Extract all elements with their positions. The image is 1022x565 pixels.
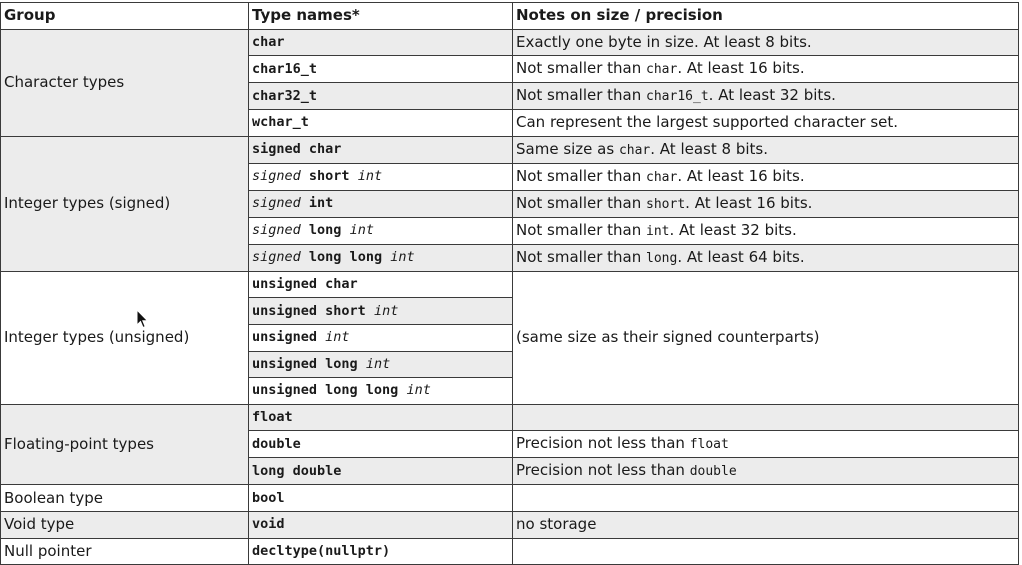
note-void: no storage [512, 510, 1019, 539]
type-double: double [248, 430, 513, 459]
table-row: Void type void no storage [0, 510, 1019, 539]
table-row: long double Precision not less than doub… [1, 457, 1019, 486]
type-long-double: long double [248, 457, 513, 486]
note-char: Exactly one byte in size. At least 8 bit… [512, 28, 1019, 57]
table-row: Boolean type bool [0, 484, 1019, 512]
table-row: unsigned long int [1, 350, 1019, 379]
note-long: Not smaller than int. At least 32 bits. [512, 216, 1019, 245]
table-row: char16_t Not smaller than char. At least… [1, 55, 1019, 84]
note-unsigned: (same size as their signed counterparts) [512, 270, 1019, 405]
table-row: Integer types (unsigned) unsigned char (… [0, 270, 1019, 405]
type-unsigned-long-int: unsigned long int [248, 350, 513, 379]
note-float [512, 403, 1019, 432]
type-signed-int: signed int [248, 189, 513, 218]
table-row: Character types char Exactly one byte in… [0, 28, 1019, 137]
note-int: Not smaller than short. At least 16 bits… [512, 189, 1019, 218]
note-long-double: Precision not less than double [512, 457, 1019, 486]
type-signed-short-int: signed short int [248, 162, 513, 191]
note-double: Precision not less than float [512, 430, 1019, 459]
type-unsigned-short-int: unsigned short int [248, 297, 513, 325]
table-row: char32_t Not smaller than char16_t. At l… [1, 82, 1019, 111]
note-nullptr [512, 537, 1019, 565]
table-row: signed int Not smaller than short. At le… [1, 189, 1019, 218]
type-unsigned-int: unsigned int [248, 323, 513, 352]
header-type-names: Type names* [248, 2, 513, 30]
group-null-pointer: Null pointer [0, 537, 249, 565]
table-row: unsigned long long int [1, 377, 1019, 405]
table-row: Floating-point types float [0, 403, 1019, 486]
note-char32: Not smaller than char16_t. At least 32 b… [512, 82, 1019, 111]
type-void: void [248, 510, 513, 539]
table-row: signed long int Not smaller than int. At… [1, 216, 1019, 245]
group-int-unsigned: Integer types (unsigned) [0, 270, 249, 405]
type-unsigned-char: unsigned char [248, 270, 513, 299]
type-nullptr: decltype(nullptr) [248, 537, 513, 565]
table-row: signed long long int Not smaller than lo… [1, 243, 1019, 272]
header-notes: Notes on size / precision [512, 2, 1019, 30]
table-row: Null pointer decltype(nullptr) [0, 537, 1019, 565]
note-long-long: Not smaller than long. At least 64 bits. [512, 243, 1019, 272]
type-char32: char32_t [248, 82, 513, 111]
type-bool: bool [248, 484, 513, 512]
type-char16: char16_t [248, 55, 513, 84]
type-signed-long-int: signed long int [248, 216, 513, 245]
note-char16: Not smaller than char. At least 16 bits. [512, 55, 1019, 84]
type-char: char [248, 28, 513, 57]
note-signed-char: Same size as char. At least 8 bits. [512, 135, 1019, 164]
table-row: Integer types (signed) signed char Same … [0, 135, 1019, 272]
note-bool [512, 484, 1019, 512]
group-character: Character types [0, 28, 249, 137]
group-floating: Floating-point types [0, 403, 249, 486]
type-signed-char: signed char [248, 135, 513, 164]
header-row: Group Type names* Notes on size / precis… [0, 2, 1019, 30]
table-row: unsigned int [1, 323, 1019, 352]
header-group: Group [0, 2, 249, 30]
type-signed-long-long-int: signed long long int [248, 243, 513, 272]
type-float: float [248, 403, 513, 432]
note-wchar: Can represent the largest supported char… [512, 109, 1019, 137]
note-short: Not smaller than char. At least 16 bits. [512, 162, 1019, 191]
type-unsigned-long-long-int: unsigned long long int [248, 377, 513, 405]
type-wchar: wchar_t [248, 109, 513, 137]
table-row: wchar_t Can represent the largest suppor… [1, 109, 1019, 137]
group-void: Void type [0, 510, 249, 539]
group-boolean: Boolean type [0, 484, 249, 512]
group-int-signed: Integer types (signed) [0, 135, 249, 272]
